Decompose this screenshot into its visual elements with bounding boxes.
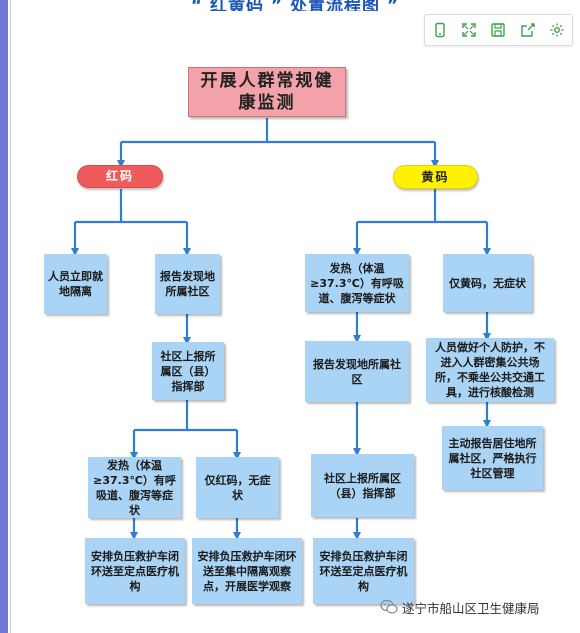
phone-icon — [434, 22, 445, 38]
yellow-code-badge: 黄码 — [393, 165, 478, 189]
page-title-fragment: “ 红黄码 ” 处置流程图 ” — [190, 0, 400, 11]
yellow-only-no-symptoms-node: 仅黄码，无症状 — [443, 254, 532, 312]
red-ambulance-observation-node: 安排负压救护车闭环送至集中隔离观察点，开展医学观察 — [192, 538, 302, 604]
yellow-report-residence-node: 主动报告居住地所属社区，严格执行社区管理 — [442, 426, 543, 490]
share-button[interactable] — [516, 18, 540, 42]
share-icon — [521, 23, 535, 37]
watermark-text: 遂宁市船山区卫生健康局 — [402, 600, 540, 616]
red-ambulance-hospital-node: 安排负压救护车闭环送至定点医疗机构 — [85, 538, 185, 604]
expand-button[interactable] — [457, 18, 481, 42]
yellow-report-community-node: 报告发现地所属社区 — [305, 341, 409, 402]
red-code-badge: 红码 — [77, 165, 163, 188]
red-community-command-node: 社区上报所属区（县）指挥部 — [152, 342, 224, 400]
expand-icon — [462, 23, 476, 37]
red-isolate-node: 人员立即就地隔离 — [44, 254, 107, 314]
wechat-icon — [380, 599, 398, 614]
yellow-ambulance-hospital-node: 安排负压救护车闭环送至定点医疗机构 — [313, 538, 414, 604]
save-button[interactable] — [486, 18, 510, 42]
root-node: 开展人群常规健康监测 — [188, 67, 346, 117]
settings-button[interactable] — [545, 18, 569, 42]
yellow-fever-symptoms-node: 发热（体温≥37.3℃）有呼吸道、腹泻等症状 — [305, 254, 409, 312]
red-fever-symptoms-node: 发热（体温≥37.3℃）有呼吸道、腹泻等症状 — [88, 457, 181, 518]
save-icon — [491, 23, 506, 37]
left-divider-line — [10, 0, 11, 633]
red-report-community-node: 报告发现地所属社区 — [155, 254, 220, 314]
yellow-community-command-node: 社区上报所属区（县）指挥部 — [311, 454, 414, 517]
left-accent-bar — [0, 0, 8, 633]
red-only-no-symptoms-node: 仅红码，无症状 — [196, 457, 279, 518]
gear-icon — [550, 23, 564, 37]
phone-button[interactable] — [428, 18, 452, 42]
yellow-personal-protection-node: 人员做好个人防护，不进入人群密集公共场所，不乘坐公共交通工具，进行核酸检测 — [426, 338, 554, 402]
image-toolbar — [424, 14, 573, 46]
watermark: 遂宁市船山区卫生健康局 — [380, 597, 540, 617]
